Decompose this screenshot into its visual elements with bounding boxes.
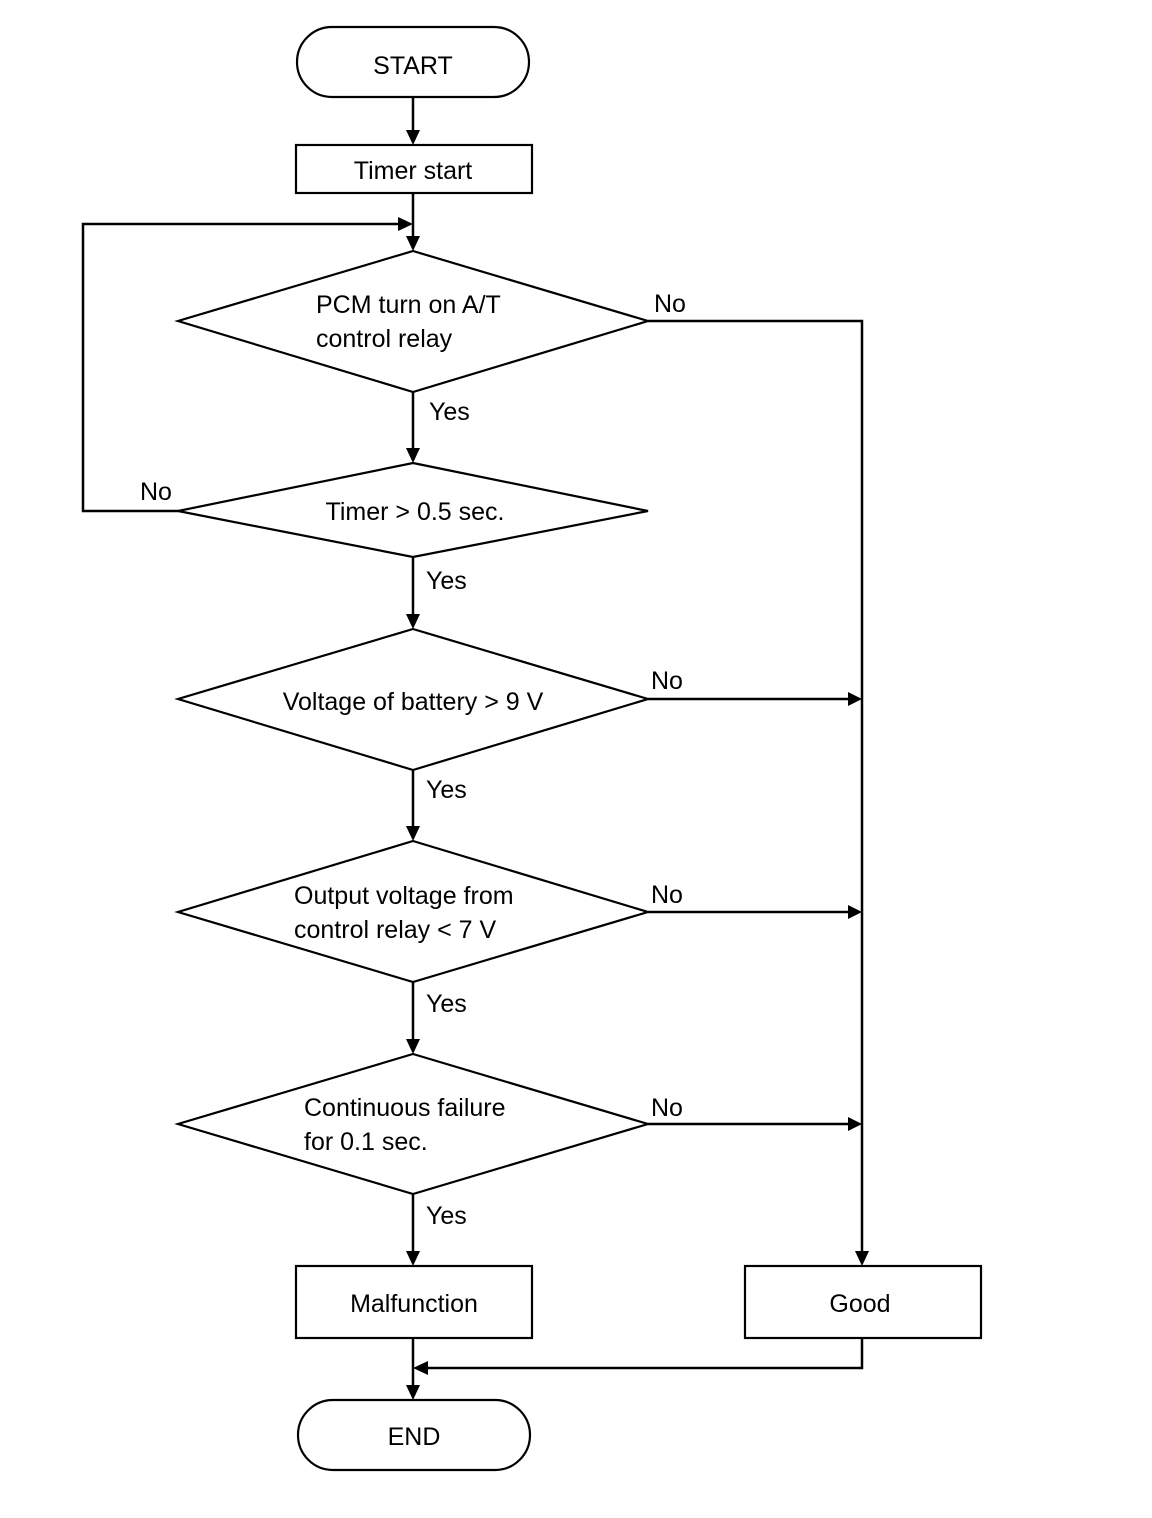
decision-pcm-relay <box>174 249 652 394</box>
decision-timer <box>177 461 649 559</box>
branch-label-d1-no: No <box>654 290 686 318</box>
arrowhead <box>855 1251 869 1266</box>
start-label: START <box>373 52 453 80</box>
decision-continuous-failure-line2: for 0.1 sec. <box>304 1128 428 1156</box>
decision-output-voltage-line1: Output voltage from <box>294 882 514 910</box>
arrowhead <box>848 905 862 919</box>
arrowhead <box>406 1251 420 1266</box>
decision-continuous-failure <box>174 1052 652 1196</box>
branch-label-d5-yes: Yes <box>426 1202 467 1230</box>
timer-start-label: Timer start <box>354 157 473 185</box>
good-label: Good <box>829 1290 890 1318</box>
start-terminal <box>295 25 531 99</box>
decision-battery-voltage <box>174 627 652 772</box>
decision-timer-label: Timer > 0.5 sec. <box>326 498 505 526</box>
arrowhead <box>406 130 420 145</box>
arrowhead <box>406 1385 420 1400</box>
branch-label-d2-yes: Yes <box>426 567 467 595</box>
decision-output-voltage <box>174 839 652 984</box>
arrowhead <box>406 1039 420 1054</box>
timer-start-box <box>294 143 534 195</box>
connector-good-end <box>428 1338 864 1370</box>
connector-d2-no-loop <box>81 222 398 513</box>
branch-label-d5-no: No <box>651 1094 683 1122</box>
arrowhead <box>848 1117 862 1131</box>
arrowhead <box>406 826 420 841</box>
malfunction-box <box>294 1264 534 1340</box>
decision-continuous-failure-line1: Continuous failure <box>304 1094 506 1122</box>
end-terminal <box>296 1398 532 1472</box>
arrowhead <box>406 448 420 463</box>
branch-label-d1-yes: Yes <box>429 398 470 426</box>
arrowhead <box>406 236 420 251</box>
arrowhead <box>406 614 420 629</box>
branch-label-d4-yes: Yes <box>426 990 467 1018</box>
decision-pcm-relay-line1: PCM turn on A/T <box>316 291 501 319</box>
arrowhead <box>413 1361 428 1375</box>
decision-pcm-relay-line2: control relay <box>316 325 453 353</box>
good-box <box>743 1264 983 1340</box>
end-label: END <box>388 1423 441 1451</box>
decision-battery-voltage-label: Voltage of battery > 9 V <box>283 688 544 716</box>
arrowhead <box>398 217 413 231</box>
branch-label-d3-yes: Yes <box>426 776 467 804</box>
branch-label-d3-no: No <box>651 667 683 695</box>
branch-label-d4-no: No <box>651 881 683 909</box>
malfunction-label: Malfunction <box>350 1290 478 1318</box>
decision-output-voltage-line2: control relay < 7 V <box>294 916 497 944</box>
branch-label-d2-no: No <box>140 478 172 506</box>
arrowhead <box>848 692 862 706</box>
connector-d1-no-good <box>648 319 864 1251</box>
